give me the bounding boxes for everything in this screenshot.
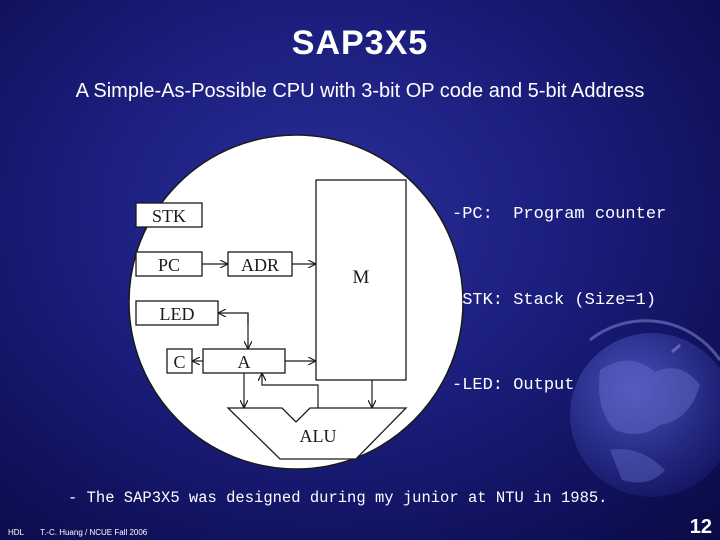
register-legend: -PC: Program counter -STK: Stack (Size=1… [452, 144, 666, 429]
globe-icon [570, 319, 720, 497]
alu-label: ALU [300, 426, 337, 446]
footer-author: T.-C. Huang / NCUE Fall 2006 [40, 528, 148, 537]
history-note: - The SAP3X5 was designed during my juni… [68, 489, 608, 507]
adr-label: ADR [241, 255, 279, 275]
led-label: LED [160, 304, 195, 324]
footer-course: HDL [8, 528, 25, 537]
data-paths [193, 264, 372, 408]
stk-label: STK [152, 206, 186, 226]
legend-item-led: -LED: Output [452, 376, 575, 395]
alu-block [226, 407, 408, 460]
slide-footer: HDL T.-C. Huang / NCUE Fall 2006 [8, 528, 161, 537]
memory-label: M [353, 267, 370, 288]
a-label: A [238, 352, 251, 372]
c-label: C [173, 352, 185, 372]
page-number: 12 [689, 516, 712, 538]
slide-subtitle: A Simple-As-Possible CPU with 3-bit OP c… [75, 80, 645, 102]
memory-block [315, 179, 407, 381]
pc-label: PC [158, 255, 180, 275]
led-block [135, 300, 219, 326]
c-block [166, 348, 193, 374]
pc-block [135, 251, 203, 277]
adr-block [227, 251, 293, 277]
legend-item-stk: -STK: Stack (Size=1) [452, 290, 657, 310]
path-alu-a [262, 374, 319, 408]
stk-block [135, 202, 203, 228]
legend-item-pc: -PC: Program counter [452, 205, 667, 224]
slide-title: SAP3X5 [291, 24, 429, 62]
